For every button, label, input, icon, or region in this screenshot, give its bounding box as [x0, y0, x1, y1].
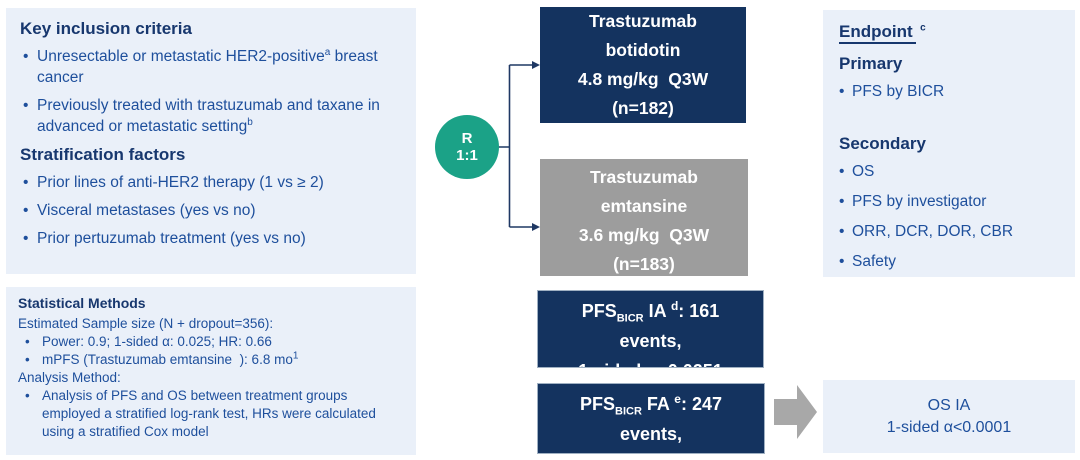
- stratification-title: Stratification factors: [20, 145, 186, 164]
- footnote-marker: a: [324, 46, 331, 58]
- secondary-endpoint-bullet: ORR, DCR, DOR, CBR: [839, 222, 1065, 242]
- endpoint-title: Endpoint: [839, 22, 916, 44]
- pfs-interim-analysis-box: PFSBICR IA d: 161 events, 1-sided α=0.02…: [537, 290, 764, 368]
- stratification-bullet: Prior pertuzumab treatment (yes vs no): [20, 228, 404, 249]
- secondary-endpoint-bullet: PFS by investigator: [839, 192, 1065, 212]
- stratification-bullet: Visceral metastases (yes vs no): [20, 200, 404, 221]
- randomization-badge: R 1:1: [435, 115, 499, 179]
- secondary-endpoint-bullet: Safety: [839, 252, 1065, 272]
- inclusion-bullet: Previously treated with trastuzumab and …: [20, 95, 404, 137]
- arm-box-trastuzumab-botidotin: Trastuzumab botidotin 4.8 mg/kg Q3W (n=1…: [540, 7, 746, 123]
- primary-endpoint-bullet: PFS by BICR: [839, 82, 1065, 102]
- footnote-marker: e: [674, 392, 681, 406]
- os-interim-analysis-box: OS IA 1-sided α<0.0001: [823, 380, 1075, 453]
- footnote-marker: c: [920, 22, 926, 34]
- arm-box-trastuzumab-emtansine: Trastuzumab emtansine 3.6 mg/kg Q3W (n=1…: [540, 159, 748, 276]
- bicr-subscript: BICR: [615, 405, 642, 418]
- inclusion-title: Key inclusion criteria: [20, 19, 192, 38]
- statistical-methods-panel: Statistical Methods Estimated Sample siz…: [6, 287, 416, 455]
- right-block-arrow-icon: [774, 385, 817, 439]
- randomization-ratio: 1:1: [456, 147, 478, 164]
- inclusion-bullet: Unresectable or metastatic HER2-positive…: [20, 46, 404, 88]
- reference-marker: 1: [292, 350, 299, 362]
- endpoint-panel: Endpoint c Primary PFS by BICR Secondary…: [823, 10, 1075, 277]
- bicr-subscript: BICR: [616, 312, 644, 325]
- stratification-bullet: Prior lines of anti-HER2 therapy (1 vs ≥…: [20, 172, 404, 193]
- secondary-endpoint-bullet: OS: [839, 162, 1065, 182]
- pfs-ia-alpha-line: 1-sided α=0.0251: [552, 356, 749, 367]
- stats-bullet: Analysis of PFS and OS between treatment…: [18, 387, 406, 441]
- os-ia-alpha-line: 1-sided α<0.0001: [886, 418, 1012, 436]
- pfs-final-analysis-box: PFSBICR FA e: 247 events,: [537, 383, 765, 454]
- stats-bullet: mPFS (Trastuzumab emtansine ): 6.8 mo1: [18, 351, 406, 369]
- stats-sample-size-line: Estimated Sample size (N + dropout=356):: [18, 316, 274, 331]
- primary-endpoint-label: Primary: [839, 54, 903, 73]
- os-ia-label: OS IA: [927, 396, 971, 414]
- secondary-endpoint-label: Secondary: [839, 134, 926, 153]
- stats-bullet: Power: 0.9; 1-sided α: 0.025; HR: 0.66: [18, 333, 406, 351]
- inclusion-criteria-panel: Key inclusion criteria Unresectable or m…: [6, 8, 416, 274]
- footnote-marker: b: [247, 116, 253, 128]
- stats-analysis-method-line: Analysis Method:: [18, 370, 121, 385]
- footnote-marker: d: [670, 299, 679, 313]
- randomization-r: R: [461, 130, 473, 147]
- stats-title: Statistical Methods: [18, 295, 146, 311]
